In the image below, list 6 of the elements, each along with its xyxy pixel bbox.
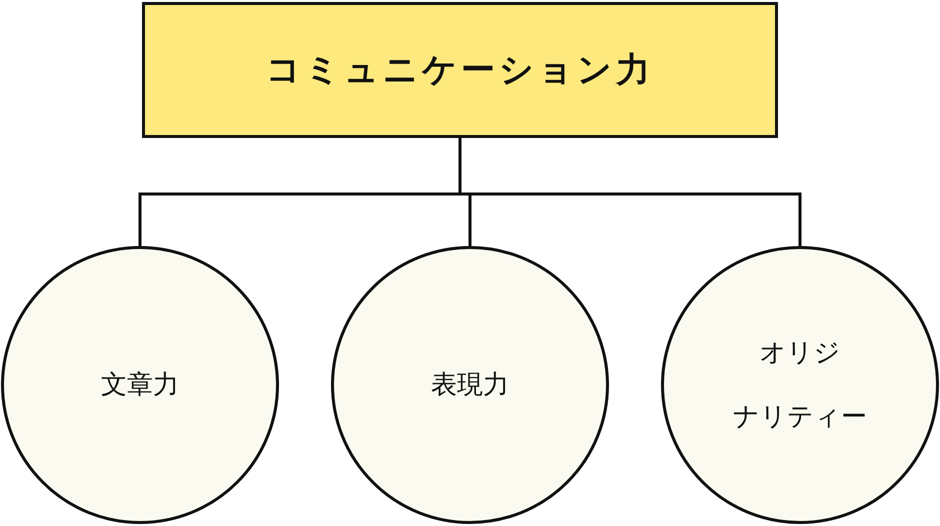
title-box [142, 2, 778, 138]
node-label: 表現力 [431, 369, 509, 402]
node-label: オリジナリティー [733, 337, 867, 434]
node-label: 文章力 [101, 369, 179, 402]
heading-text: コミュニケーション力 [266, 49, 654, 92]
connector-line [458, 138, 802, 246]
